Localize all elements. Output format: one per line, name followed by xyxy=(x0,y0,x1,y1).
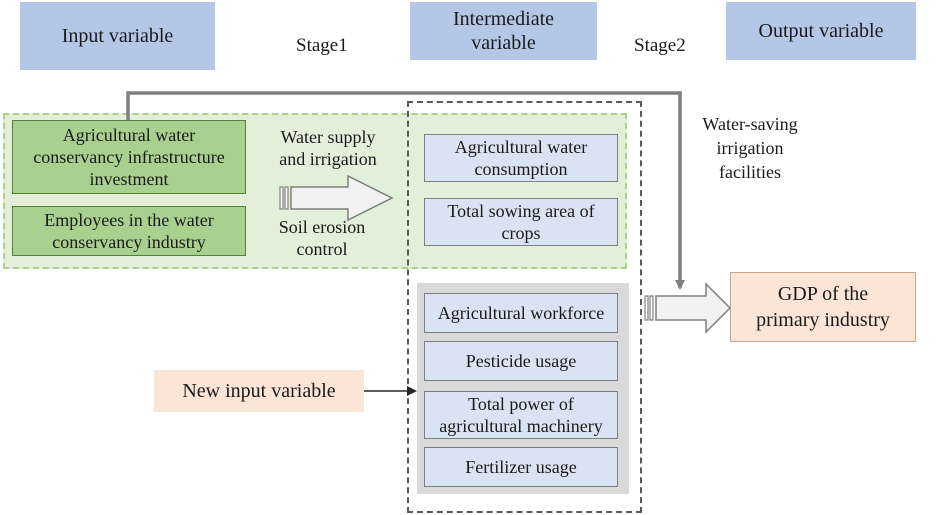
new-input-variable-box: New input variable xyxy=(154,370,364,412)
intermediate-box-agricultural-workforce: Agricultural workforce xyxy=(424,293,618,333)
intermediate-box-pesticide-usage: Pesticide usage xyxy=(424,341,618,381)
intermediate-frame xyxy=(407,101,642,513)
soil-erosion-control-label: Soil erosion control xyxy=(278,217,366,259)
intermediate-box-water-consumption: Agricultural water consumption xyxy=(424,134,618,182)
intermediate-box-machinery-power: Total power of agricultural machinery xyxy=(424,391,618,439)
gdp-primary-industry-box: GDP of the primary industry xyxy=(730,272,916,342)
water-supply-irrigation-label: Water supply and irrigation xyxy=(279,127,377,169)
output-variable-header: Output variable xyxy=(726,2,916,60)
water-saving-connector xyxy=(126,91,685,290)
stage1-block-arrow xyxy=(279,174,394,222)
input-box-infrastructure-investment: Agricultural water conservancy infrastru… xyxy=(12,120,246,194)
water-saving-irrigation-label: Water-saving irrigation facilities xyxy=(702,114,798,182)
intermediate-variable-header: Intermediate variable xyxy=(410,2,597,60)
stage1-label: Stage1 xyxy=(296,35,348,56)
intermediate-box-fertilizer-usage: Fertilizer usage xyxy=(424,447,618,487)
input-box-employees: Employees in the water conservancy indus… xyxy=(12,206,246,256)
input-variable-header: Input variable xyxy=(20,2,215,70)
stage2-label: Stage2 xyxy=(634,35,686,56)
intermediate-box-sowing-area: Total sowing area of crops xyxy=(424,198,618,246)
stage2-block-arrow xyxy=(644,282,732,334)
